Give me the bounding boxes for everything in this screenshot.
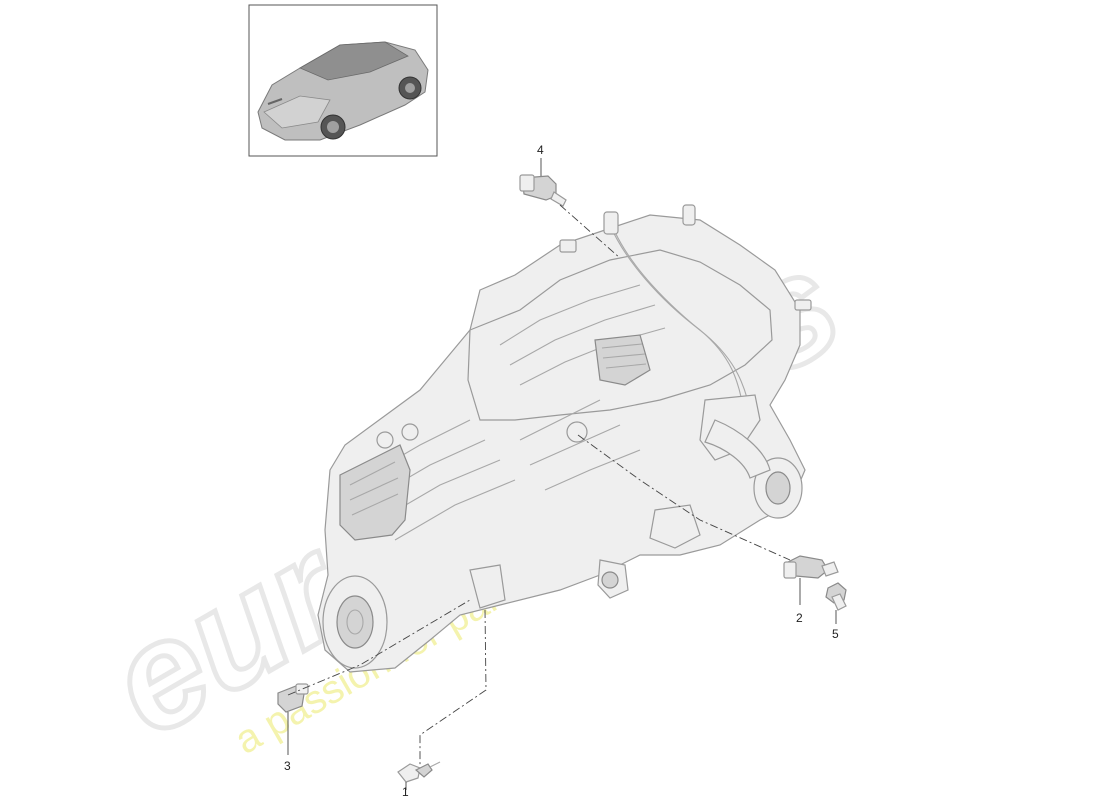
leader-lines: [287, 158, 837, 790]
car-icon: [257, 41, 429, 141]
vehicle-thumbnail: [248, 4, 438, 157]
callouts: 4 2 5 3 1: [284, 143, 839, 799]
part-2-sensor: [783, 555, 839, 579]
callout-5: 5: [832, 627, 839, 641]
gearbox-housing: [317, 204, 812, 673]
callout-4: 4: [537, 143, 544, 157]
part-4-sensor: [519, 174, 567, 207]
part-3-switch: [277, 683, 309, 713]
assembly-lines: [287, 204, 791, 765]
callout-1: 1: [402, 785, 409, 799]
part-5-bolt: [825, 582, 847, 611]
callout-2: 2: [796, 611, 803, 625]
callout-3: 3: [284, 759, 291, 773]
part-1-sensor: [397, 761, 441, 783]
